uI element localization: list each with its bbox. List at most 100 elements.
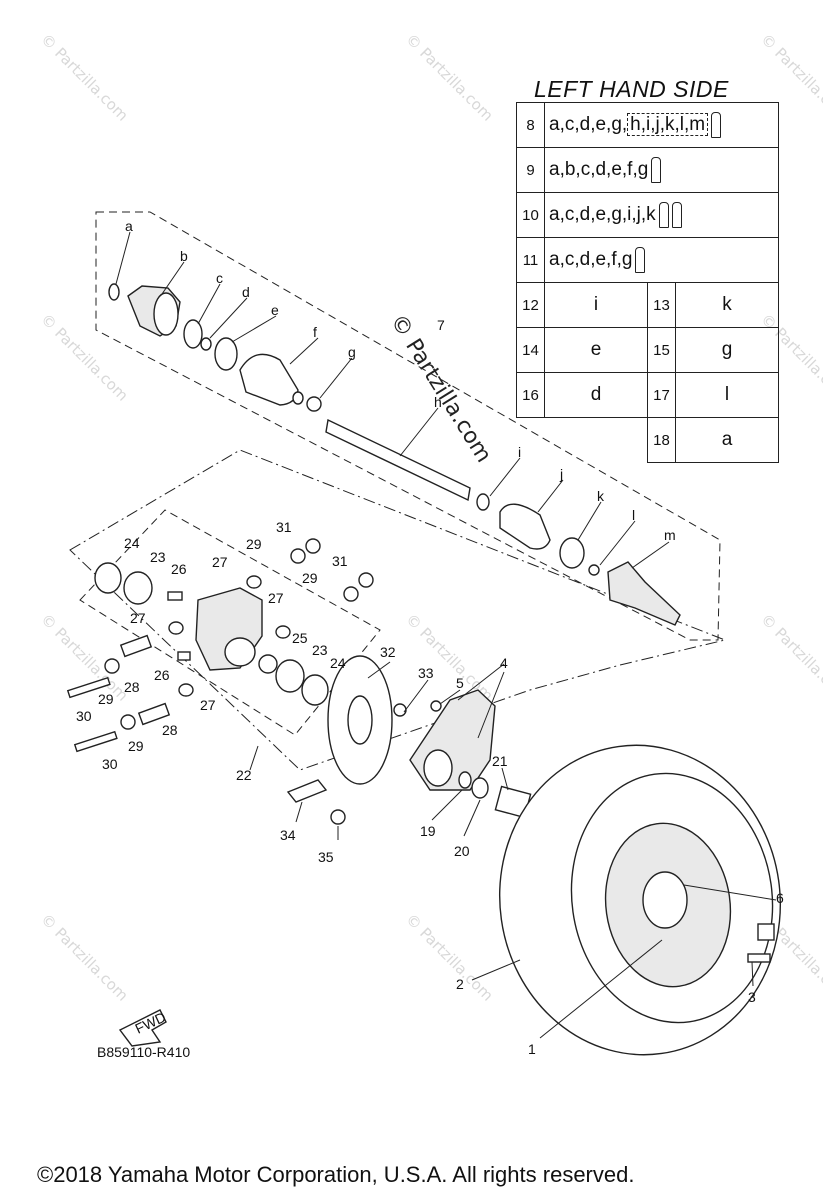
plate-34: [286, 779, 328, 803]
seal-29: [120, 714, 136, 730]
table-row: 14 e 15 g: [516, 327, 779, 373]
nut-20: [471, 777, 489, 799]
knuckle-parts: [66, 538, 374, 753]
callout-19: 19: [420, 823, 436, 839]
watermark-text: © Partzilla.com: [37, 30, 132, 125]
bolt-5: [430, 700, 442, 712]
copyright-notice: ©2018 Yamaha Motor Corporation, U.S.A. A…: [37, 1162, 635, 1187]
callout-k: k: [597, 488, 605, 504]
hub-face: [423, 749, 453, 787]
callout-32: 32: [380, 644, 396, 660]
callout-34: 34: [280, 827, 296, 843]
callout-7: 7: [437, 317, 445, 333]
callout-33: 33: [418, 665, 434, 681]
grease-tube-icon: [711, 112, 722, 138]
hub-4: [409, 689, 496, 791]
driveshaft-parts: [108, 283, 681, 626]
row-part: k: [675, 282, 779, 328]
row-number: 8: [516, 102, 545, 148]
washer-19: [458, 771, 472, 789]
callout-22: 22: [236, 767, 252, 783]
row-part: e: [544, 327, 648, 373]
callout-d: d: [242, 284, 250, 300]
seal-24: [301, 674, 329, 706]
callout-29: 29: [98, 691, 114, 707]
callout-23: 23: [312, 642, 328, 658]
callout-21: 21: [492, 753, 508, 769]
boot-f-end: [292, 391, 304, 405]
collar-27: [275, 625, 291, 639]
driveshaft-group-outline: [95, 211, 721, 641]
callout-2: 2: [456, 976, 464, 992]
table-title: LEFT HAND SIDE: [534, 76, 729, 102]
table-row: 16 d 17 l: [516, 372, 779, 418]
row-part: a: [675, 417, 779, 463]
callout-labels: a b c d e f g h i j k l m 7 4 5 33 32 21…: [76, 218, 784, 1057]
seal-29: [343, 586, 359, 602]
bolt-30: [73, 730, 118, 753]
fitting-26: [177, 651, 191, 661]
row-contents: a,c,d,e,g,i,j,k: [544, 192, 779, 238]
table-row: 10 a,c,d,e,g,i,j,k: [516, 192, 779, 238]
clamp-d: [200, 337, 212, 351]
bolt-35: [330, 809, 346, 825]
row-number: 15: [647, 327, 676, 373]
valve-3: [747, 953, 771, 963]
callout-g: g: [348, 344, 356, 360]
watermark-text: © Partzilla.com: [402, 910, 497, 1005]
circlip-l: [588, 564, 600, 576]
band-g: [306, 396, 322, 412]
grease-tube-icon: [635, 247, 646, 273]
callout-23: 23: [150, 549, 166, 565]
knuckle-bore: [224, 637, 256, 667]
row-number: 10: [516, 192, 545, 238]
grease-tube-icon: [651, 157, 662, 183]
bearing-23: [123, 571, 153, 605]
inner-joint-m: [607, 561, 681, 626]
callout-h: h: [434, 394, 442, 410]
row-number: 12: [516, 282, 545, 328]
callout-26: 26: [154, 667, 170, 683]
collar-27: [246, 575, 262, 589]
callout-28: 28: [124, 679, 140, 695]
seal-29: [290, 548, 306, 564]
knuckle-subgroup-outline: [79, 509, 381, 736]
row-number: 17: [647, 372, 676, 418]
optional-parts-box: h,i,j,k,l,m: [627, 113, 709, 137]
callout-3: 3: [748, 989, 756, 1005]
watermark-text: © Partzilla.com: [402, 610, 497, 705]
callout-27: 27: [130, 610, 146, 626]
nut-31: [358, 572, 374, 588]
grease-tube-icon: [658, 202, 669, 228]
callout-27: 27: [200, 697, 216, 713]
hub-wheel-parts: [118, 655, 782, 1056]
fwd-arrow-icon: [118, 1009, 167, 1047]
nut-6: [757, 923, 775, 941]
brake-disc-center: [347, 695, 373, 745]
callout-5: 5: [456, 675, 464, 691]
callout-29: 29: [302, 570, 318, 586]
kit-contents-table: 8 a,c,d,e,g,h,i,j,k,l,m 9 a,b,c,d,e,f,g …: [516, 102, 779, 463]
callout-35: 35: [318, 849, 334, 865]
callout-i: i: [518, 444, 521, 460]
outer-joint-face: [153, 292, 179, 336]
callout-30: 30: [76, 708, 92, 724]
band-e: [214, 337, 238, 371]
row-number: 18: [647, 417, 676, 463]
callout-1: 1: [528, 1041, 536, 1057]
watermark-main: © Partzilla.com: [385, 310, 496, 467]
circlip-c: [183, 319, 203, 349]
seal-24: [94, 562, 122, 594]
band-k: [559, 537, 585, 569]
table-row: 11 a,c,d,e,f,g: [516, 237, 779, 283]
row-number: 16: [516, 372, 545, 418]
circlip-a: [108, 283, 120, 301]
table-row: 8 a,c,d,e,g,h,i,j,k,l,m: [516, 102, 779, 148]
callout-30: 30: [102, 756, 118, 772]
collar-27: [178, 683, 194, 697]
table-row: 9 a,b,c,d,e,f,g: [516, 147, 779, 193]
boot-f: [239, 353, 299, 406]
callout-29: 29: [128, 738, 144, 754]
callout-29: 29: [246, 536, 262, 552]
callout-26: 26: [171, 561, 187, 577]
